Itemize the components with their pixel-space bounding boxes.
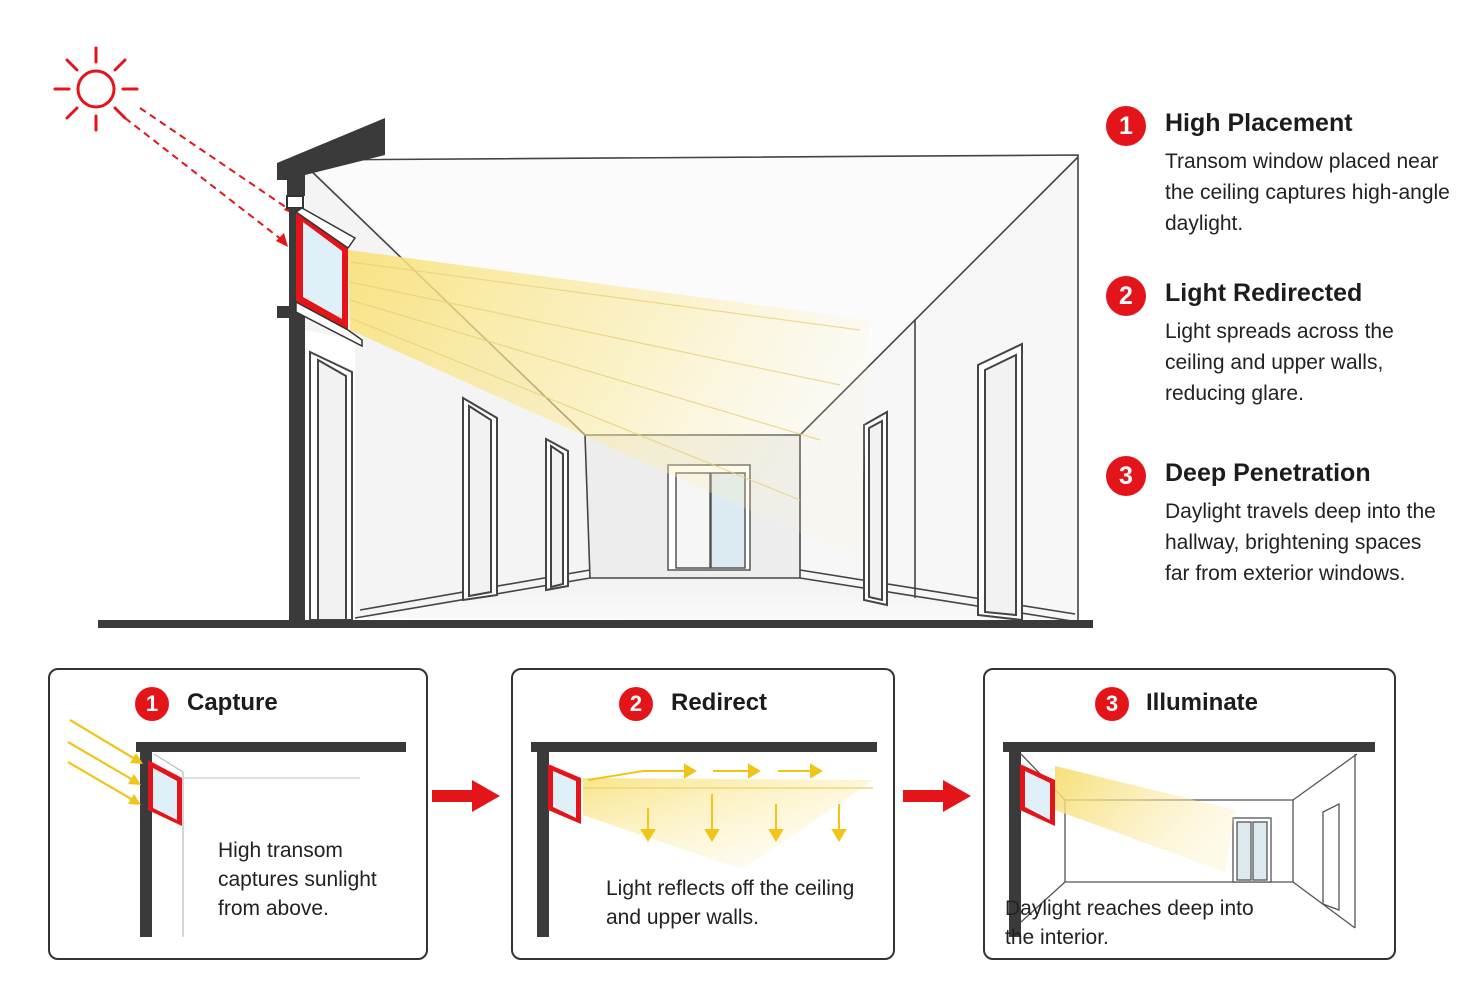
illuminate-diagram xyxy=(1003,742,1375,937)
incoming-sunlight-arrows xyxy=(67,719,141,804)
callout-title: Deep Penetration xyxy=(1165,459,1371,487)
transom-window xyxy=(294,207,363,348)
callout-title: High Placement xyxy=(1165,109,1353,137)
step-number-badge: 3 xyxy=(1095,687,1129,721)
step-title: Capture xyxy=(187,689,278,716)
illuminate-light-beam xyxy=(1055,766,1235,872)
redirect-diagram xyxy=(531,742,877,937)
left-wall-doors xyxy=(309,350,569,621)
exterior-wall-section xyxy=(277,118,385,626)
callout-title: Light Redirected xyxy=(1165,279,1363,307)
callout-number-badge: 1 xyxy=(1106,106,1146,146)
right-wall-doors xyxy=(863,342,1023,622)
arrow-right-icon xyxy=(903,780,971,812)
step-title: Redirect xyxy=(671,689,768,716)
capture-diagram xyxy=(67,719,406,937)
light-beam-lines xyxy=(349,261,861,501)
step-number-badge: 1 xyxy=(135,687,169,721)
step-panel-capture: 1 Capture High transom captures sunlight… xyxy=(48,668,428,960)
downward-light-arrows xyxy=(640,794,847,842)
sun-ray-dashed-arrows xyxy=(124,107,291,241)
illuminate-back-door xyxy=(1232,817,1272,883)
callout-description: Transom window placed near the ceiling c… xyxy=(1165,150,1450,235)
callout-description: Daylight travels deep into the hallway, … xyxy=(1165,500,1436,585)
callout-number-badge: 2 xyxy=(1106,276,1146,316)
callout-number-badge: 3 xyxy=(1106,456,1146,496)
ceiling-reflection-arrows xyxy=(587,763,823,781)
ground-line xyxy=(98,620,1093,628)
step-caption: Daylight reaches deep into the interior. xyxy=(1005,897,1254,949)
redirect-transom-window xyxy=(548,764,581,824)
hallway-section-illustration xyxy=(53,46,1093,628)
arrow-right-icon xyxy=(432,780,500,812)
step-panel-illuminate: 3 Illuminate Daylight reaches deep into … xyxy=(983,668,1396,960)
light-beam xyxy=(348,250,870,560)
step-title: Illuminate xyxy=(1146,689,1259,716)
illuminate-transom-window xyxy=(1020,764,1055,826)
callout-description: Light spreads across the ceiling and upp… xyxy=(1165,320,1394,405)
step-caption: High transom captures sunlight from abov… xyxy=(218,839,377,920)
sun-icon xyxy=(53,46,139,132)
step-caption: Light reflects off the ceiling and upper… xyxy=(606,877,855,929)
capture-transom-window xyxy=(148,760,182,826)
step-number-badge: 2 xyxy=(619,687,653,721)
step-panel-redirect: 2 Redirect Light reflects off the ceilin… xyxy=(511,668,895,960)
